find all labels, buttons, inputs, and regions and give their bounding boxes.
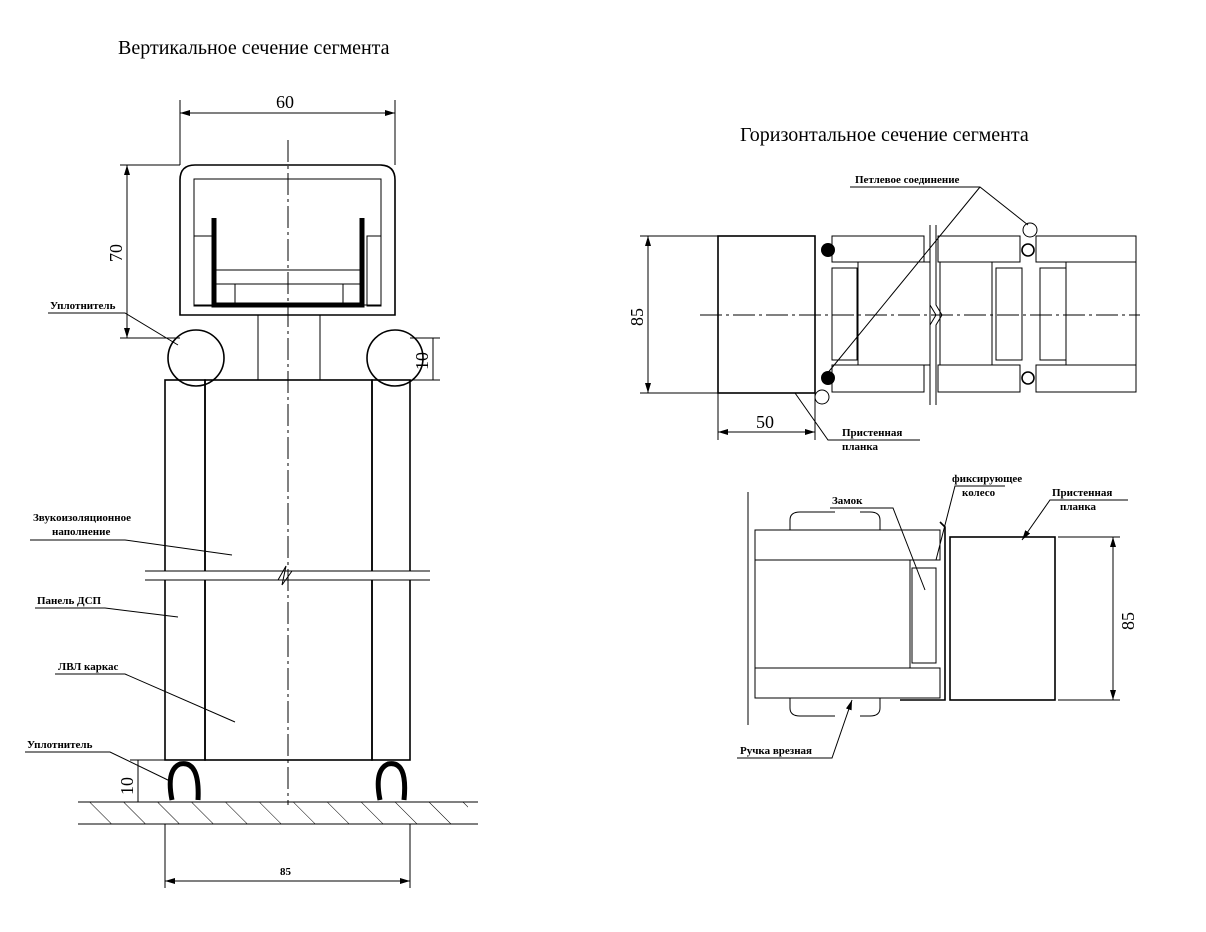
label-seal-top: Уплотнитель	[50, 300, 116, 312]
top-seal-right	[366, 329, 424, 387]
dim-50: 50	[756, 412, 774, 432]
dim-60: 60	[276, 92, 294, 112]
label-wall-strip-top-1: Пристенная	[842, 427, 902, 439]
horizontal-section-title: Горизонтальное сечение сегмента	[740, 124, 1029, 146]
label-wheel-1: фиксирующее	[952, 473, 1022, 485]
center-block	[257, 314, 321, 381]
dim-85-top: 85	[627, 308, 647, 326]
top-seal-left	[167, 329, 225, 387]
floor	[78, 801, 478, 825]
segment-plan-bottom	[754, 511, 946, 717]
label-sound-fill-1: Звукоизоляционное	[33, 512, 131, 524]
segment-plan-top	[814, 222, 1137, 405]
dim-85-bottom: 85	[280, 866, 292, 878]
bottom-seals	[167, 761, 408, 801]
dim-85-bottom-plan: 85	[1118, 612, 1138, 630]
label-wall-strip-top-2: планка	[842, 441, 879, 453]
label-handle: Ручка врезная	[740, 745, 812, 757]
vertical-section-title: Вертикальное сечение сегмента	[118, 37, 390, 59]
label-wall-strip-bottom-1: Пристенная	[1052, 487, 1112, 499]
label-hinge: Петлевое соединение	[855, 174, 960, 186]
dim-70: 70	[106, 244, 126, 262]
label-panel: Панель ДСП	[37, 595, 102, 607]
label-wall-strip-bottom-2: планка	[1060, 501, 1097, 513]
label-wheel-2: колесо	[962, 487, 996, 499]
dim-10-bottom: 10	[117, 777, 137, 795]
label-sound-fill-2: наполнение	[52, 526, 110, 538]
label-seal-bottom: Уплотнитель	[27, 739, 93, 751]
label-lock: Замок	[832, 495, 863, 507]
label-frame: ЛВЛ каркас	[58, 661, 119, 673]
wall-strip-bottom	[949, 536, 1056, 701]
dim-10-top: 10	[412, 352, 432, 370]
